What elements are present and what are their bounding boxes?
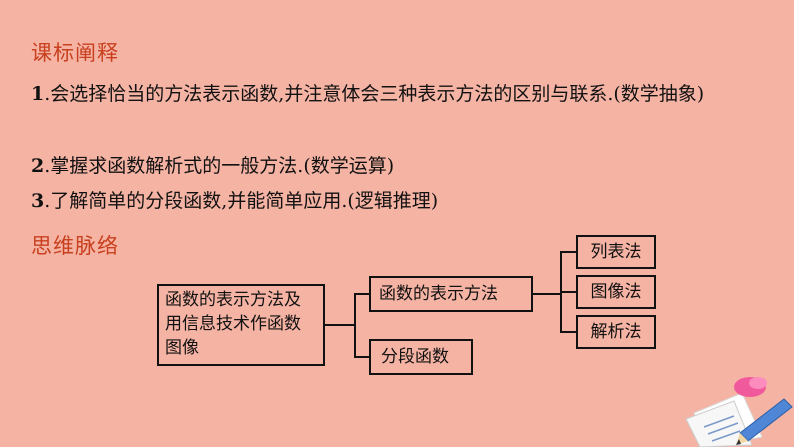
goal-text: .会选择恰当的方法表示函数,并注意体会三种表示方法的区别与联系.(数学抽象) — [44, 83, 705, 105]
mindmap-root-node: 函数的表示方法及用信息技术作函数图像 — [157, 284, 325, 366]
connector-line — [325, 324, 355, 326]
connector-line — [354, 293, 369, 295]
connector-line — [354, 293, 356, 358]
section-title-standards: 课标阐释 — [31, 41, 119, 65]
goal-item-1: 1.会选择恰当的方法表示函数,并注意体会三种表示方法的区别与联系.(数学抽象) — [31, 78, 776, 111]
goal-number: 1 — [31, 83, 45, 105]
goal-text: .了解简单的分段函数,并能简单应用.(逻辑推理) — [44, 190, 439, 212]
mindmap-leaf-graph-method: 图像法 — [576, 275, 656, 309]
section-title-mindmap: 思维脉络 — [31, 234, 119, 258]
goal-item-3: 3.了解简单的分段函数,并能简单应用.(逻辑推理) — [31, 185, 776, 218]
goal-text: .掌握求函数解析式的一般方法.(数学运算) — [44, 155, 395, 177]
goal-number: 3 — [31, 190, 45, 212]
paper-pencil-decoration — [685, 377, 793, 447]
connector-line — [560, 251, 576, 253]
connector-line — [560, 291, 576, 293]
mindmap-node-piecewise-function: 分段函数 — [369, 339, 473, 375]
connector-line — [560, 331, 576, 333]
mindmap-leaf-table-method: 列表法 — [576, 235, 656, 269]
connector-line — [354, 356, 369, 358]
goal-item-2: 2.掌握求函数解析式的一般方法.(数学运算) — [31, 150, 776, 183]
goal-number: 2 — [31, 155, 45, 177]
mindmap-node-representation-methods: 函数的表示方法 — [369, 276, 533, 312]
mindmap-leaf-analytic-method: 解析法 — [576, 315, 656, 349]
connector-line — [533, 293, 561, 295]
